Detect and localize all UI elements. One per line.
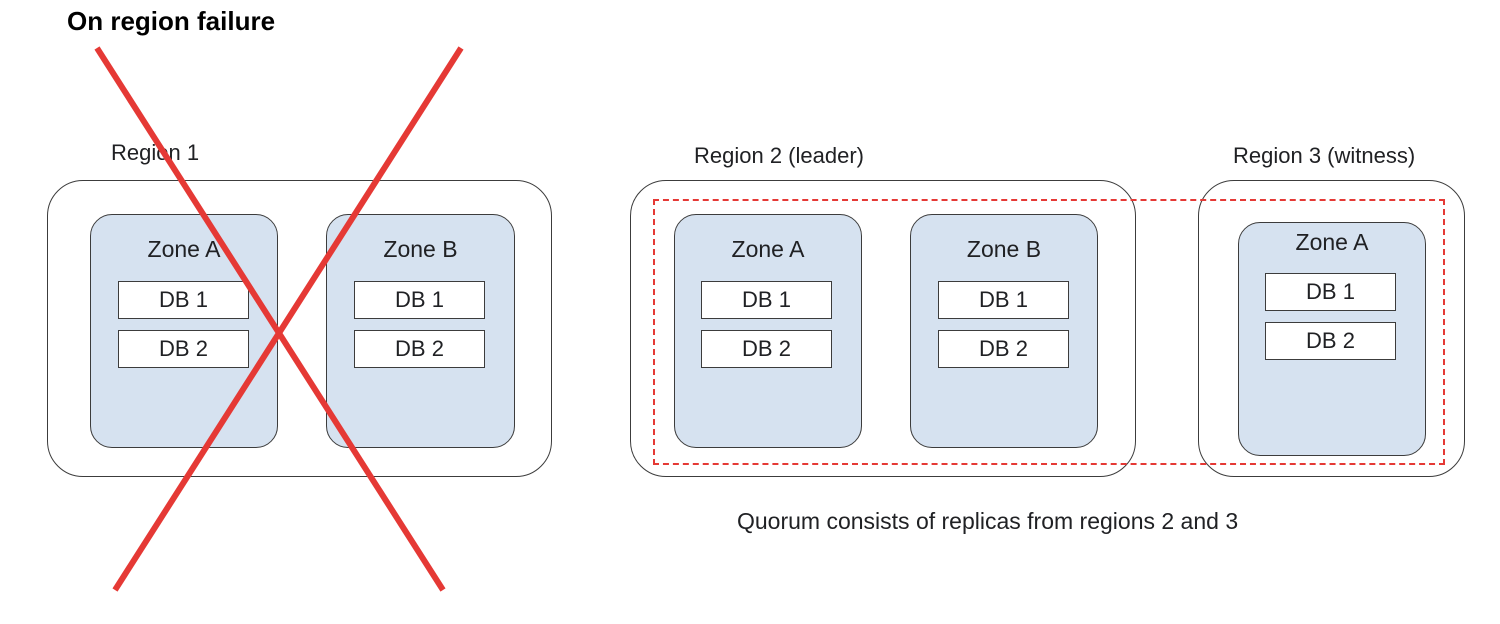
region-2-zone-b-db-2: DB 2 bbox=[938, 330, 1069, 368]
region-2-label: Region 2 (leader) bbox=[694, 143, 864, 168]
diagram-title: On region failure bbox=[67, 6, 276, 36]
quorum-caption: Quorum consists of replicas from regions… bbox=[737, 508, 1239, 534]
region-3-zone-a-db-1: DB 1 bbox=[1265, 273, 1396, 311]
region-2-zone-a-label: Zone A bbox=[731, 236, 805, 262]
region-2-zone-b-label: Zone B bbox=[966, 236, 1042, 262]
region-1-zone-b-db-2: DB 2 bbox=[354, 330, 485, 368]
region-2-zone-a-db-2: DB 2 bbox=[701, 330, 832, 368]
region-1-zone-a-db-2: DB 2 bbox=[118, 330, 249, 368]
region-1-zone-a-label: Zone A bbox=[147, 236, 221, 262]
region-2-zone-b-db-1: DB 1 bbox=[938, 281, 1069, 319]
region-3-zone-a-label: Zone A bbox=[1295, 229, 1369, 255]
quorum-boundary bbox=[653, 199, 1445, 465]
region-1-zone-b-db-1: DB 1 bbox=[354, 281, 485, 319]
region-1-label: Region 1 bbox=[111, 140, 200, 165]
region-3-zone-a-db-2: DB 2 bbox=[1265, 322, 1396, 360]
region-3-label: Region 3 (witness) bbox=[1233, 143, 1416, 168]
region-1-zone-b-label: Zone B bbox=[383, 236, 458, 262]
region-1-zone-a-db-1: DB 1 bbox=[118, 281, 249, 319]
region-2-zone-a-db-1: DB 1 bbox=[701, 281, 832, 319]
